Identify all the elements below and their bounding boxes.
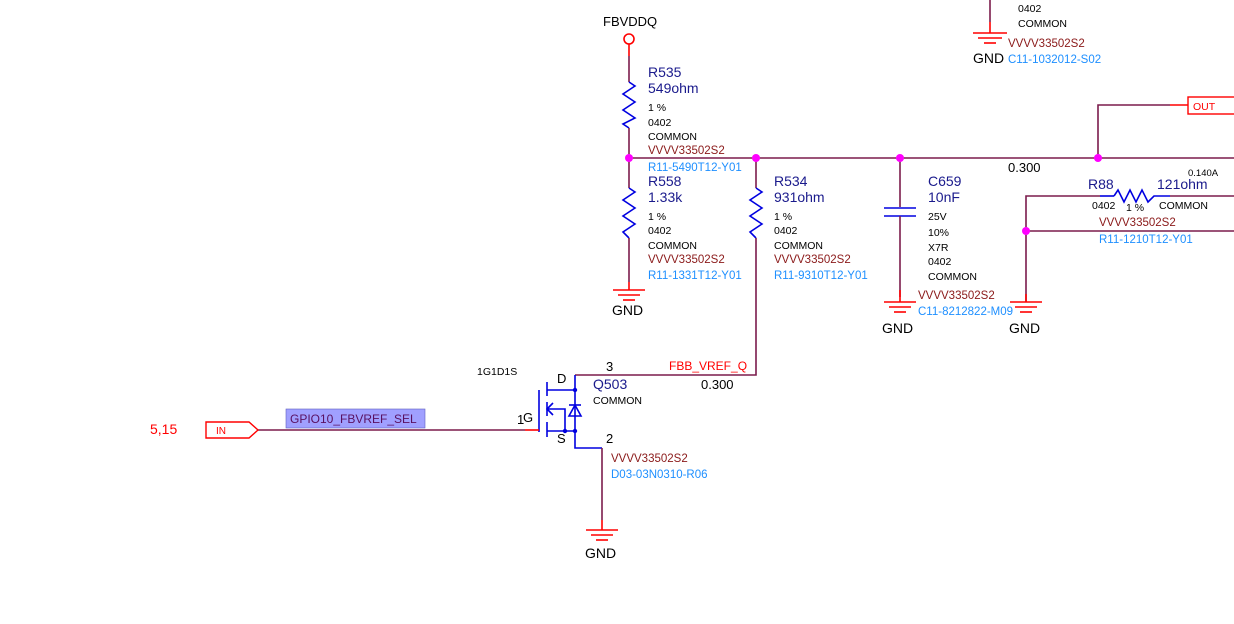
fbvddq-label: FBVDDQ — [603, 14, 657, 29]
c659-pn: VVVV33502S2 — [918, 290, 995, 302]
q503-pn: VVVV33502S2 — [611, 453, 688, 465]
resistor-r534-icon — [748, 187, 764, 239]
gnd-icon — [1010, 301, 1042, 313]
q503-ref: Q503 — [593, 376, 627, 392]
resistor-r535-icon — [621, 81, 637, 129]
r535-pkg: 0402 — [648, 117, 672, 129]
ctop-grp: COMMON — [1018, 18, 1067, 30]
gnd-icon — [586, 529, 618, 541]
c659-diel: X7R — [928, 242, 949, 254]
c659-ref: C659 — [928, 173, 962, 189]
gpio-net-label[interactable]: GPIO10_FBVREF_SEL — [290, 412, 417, 426]
r88-part: R11-1210T12-Y01 — [1099, 234, 1193, 246]
c659-volt: 25V — [928, 211, 947, 223]
fbb-vref-q-net: FBB_VREF_Q — [669, 359, 747, 373]
q503-pin-s: S — [557, 431, 566, 446]
junction-dot — [896, 154, 904, 162]
junction-dot — [625, 154, 633, 162]
gnd-label: GND — [585, 545, 616, 561]
r534-pn: VVVV33502S2 — [774, 254, 851, 266]
gnd-label: GND — [882, 320, 913, 336]
r535-tol: 1 % — [648, 102, 666, 114]
r88-pkg: 0402 — [1092, 200, 1116, 212]
r535-value: 549ohm — [648, 80, 699, 96]
gnd-label: GND — [1009, 320, 1040, 336]
c659-value: 10nF — [928, 189, 960, 205]
r558-tol: 1 % — [648, 211, 666, 223]
resistor-r558-icon — [621, 187, 637, 239]
gnd-icon — [884, 301, 916, 313]
r534-grp: COMMON — [774, 240, 823, 252]
r535-pn: VVVV33502S2 — [648, 145, 725, 157]
r535-ref: R535 — [648, 64, 682, 80]
r535-part: R11-5490T12-Y01 — [648, 162, 742, 174]
c659-tol: 10% — [928, 227, 949, 239]
capacitor-c659-icon — [884, 207, 916, 217]
q503-pin-g: G — [523, 410, 533, 425]
r88-value: 121ohm — [1157, 176, 1208, 192]
q503-pin2: 2 — [606, 431, 613, 446]
r558-ref: R558 — [648, 173, 682, 189]
r88-tol: 1 % — [1126, 202, 1144, 214]
resistor-r88-icon — [1113, 188, 1170, 204]
ctop-pn: VVVV33502S2 — [1008, 38, 1085, 50]
r534-ref: R534 — [774, 173, 808, 189]
junction-dot — [752, 154, 760, 162]
in-port[interactable] — [205, 421, 260, 439]
r535-grp: COMMON — [648, 131, 697, 143]
q503-pin-d: D — [557, 371, 566, 386]
junction-dot — [1094, 154, 1102, 162]
out-port[interactable] — [1187, 96, 1234, 115]
r534-tol: 1 % — [774, 211, 792, 223]
q503-pinmap: 1G1D1S — [477, 366, 517, 378]
q503-grp: COMMON — [593, 395, 642, 407]
power-port-icon — [623, 33, 635, 45]
gnd-label: GND — [612, 302, 643, 318]
in-port-page-refs[interactable]: 5,15 — [150, 421, 177, 437]
r88-ref: R88 — [1088, 176, 1114, 192]
gpio-net-label-bg — [285, 408, 426, 429]
gnd-label: GND — [973, 50, 1004, 66]
r88-grp: COMMON — [1159, 200, 1208, 212]
r88-pn: VVVV33502S2 — [1099, 217, 1176, 229]
c659-grp: COMMON — [928, 271, 977, 283]
r534-pkg: 0402 — [774, 225, 798, 237]
out-port-label: OUT — [1193, 101, 1216, 113]
gnd-icon — [613, 289, 645, 301]
r558-grp: COMMON — [648, 240, 697, 252]
q503-part: D03-03N0310-R06 — [611, 469, 708, 481]
q503-pin1: 1 — [517, 412, 524, 427]
r558-pn: VVVV33502S2 — [648, 254, 725, 266]
main-net-width: 0.300 — [1008, 160, 1041, 175]
r534-value: 931ohm — [774, 189, 825, 205]
q503-pin3: 3 — [606, 359, 613, 374]
r558-value: 1.33k — [648, 189, 683, 205]
c659-pkg: 0402 — [928, 256, 952, 268]
gnd-icon — [973, 32, 1007, 44]
r88-current: 0.140A — [1188, 168, 1219, 179]
fbb-net-width: 0.300 — [701, 377, 734, 392]
ctop-pkg: 0402 — [1018, 3, 1042, 15]
r558-part: R11-1331T12-Y01 — [648, 270, 742, 282]
junction-dot — [1022, 227, 1030, 235]
in-port-label: IN — [216, 426, 226, 437]
ctop-part: C11-1032012-S02 — [1008, 54, 1101, 66]
c659-part: C11-8212822-M09 — [918, 306, 1013, 318]
mosfet-q503-icon — [538, 375, 602, 449]
r558-pkg: 0402 — [648, 225, 672, 237]
r534-part: R11-9310T12-Y01 — [774, 270, 868, 282]
